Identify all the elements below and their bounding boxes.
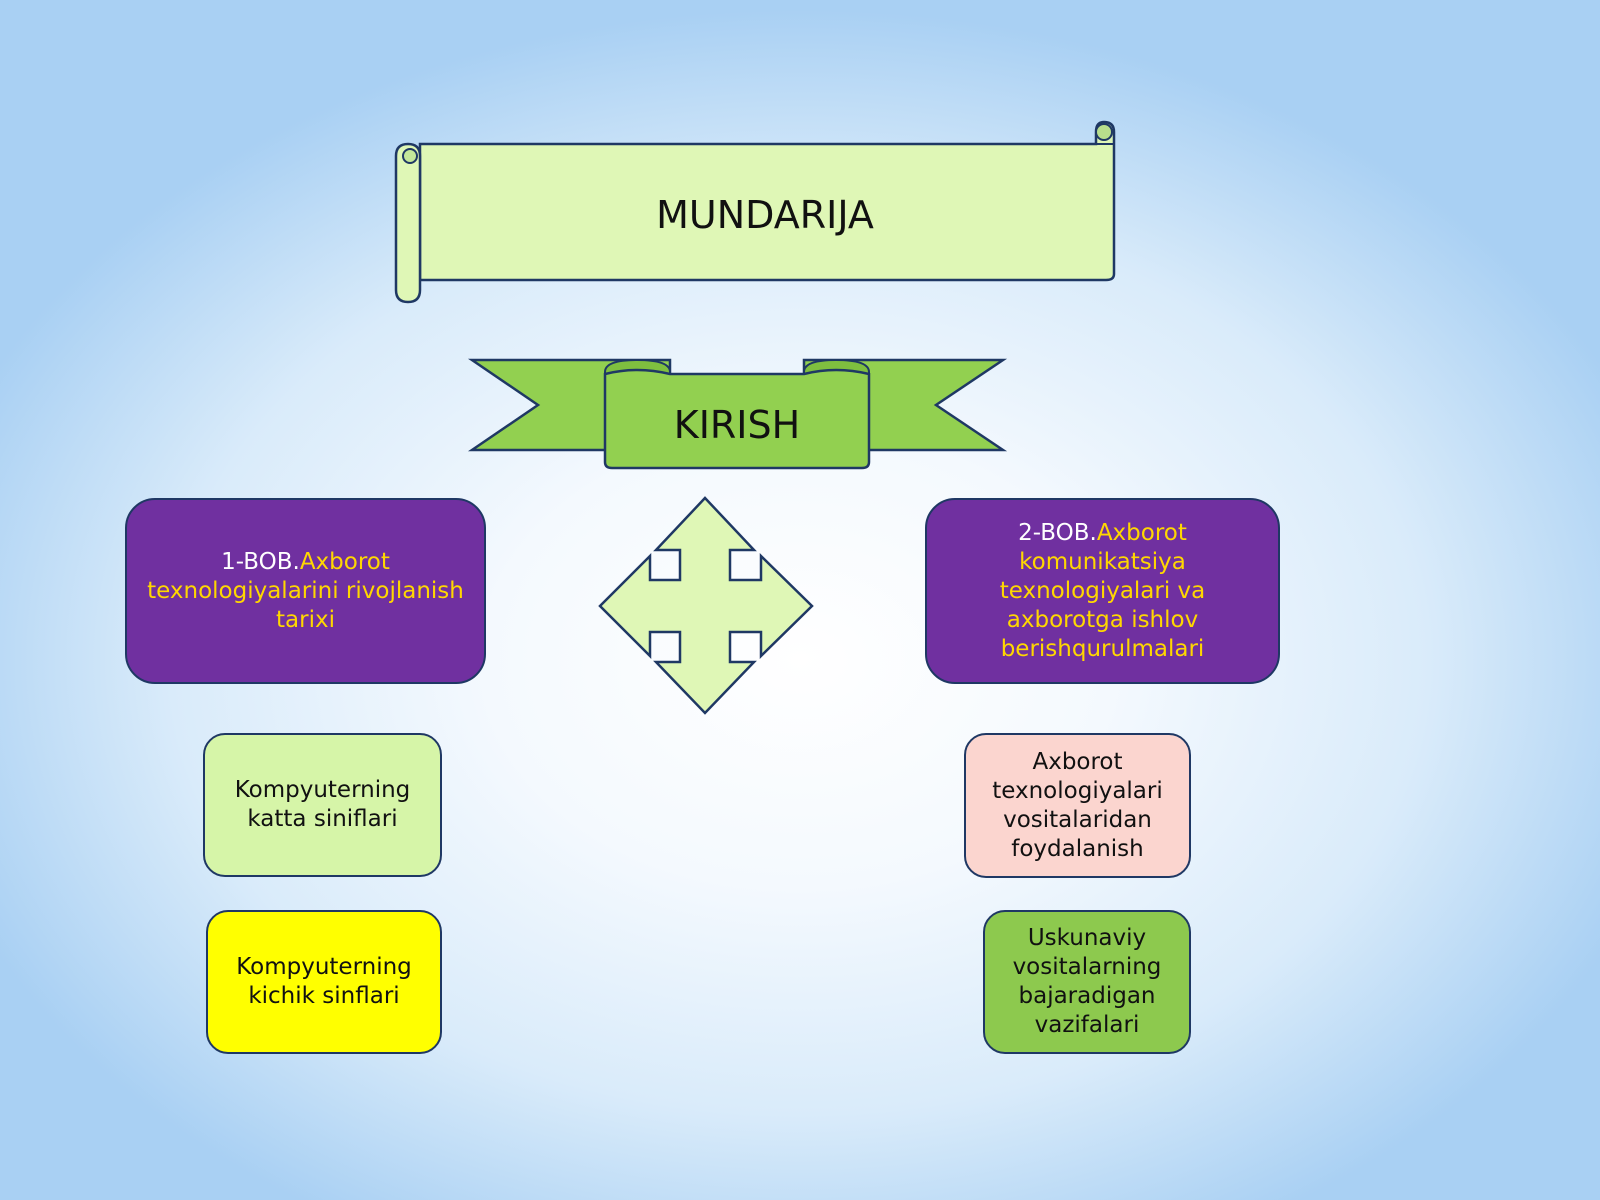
chapter-1-box: 1-BOB.Axborot texnologiyalarini rivojlan… (125, 498, 486, 684)
right-item-2-label: Uskunaviy vositalarning bajaradigan vazi… (1012, 925, 1162, 1038)
page-title: MUNDARIJA (656, 193, 874, 237)
chapter-1-prefix: 1-BOB. (221, 548, 300, 575)
left-item-2-label: Kompyuterning kichik sinflari (236, 954, 412, 1009)
left-item-1-label: Kompyuterning katta siniflari (234, 777, 411, 832)
right-item-2: Uskunaviy vositalarning bajaradigan vazi… (983, 910, 1191, 1054)
right-item-1: Axborot texnologiyalari vositalaridan fo… (964, 733, 1191, 878)
left-item-1: Kompyuterning katta siniflari (203, 733, 442, 877)
left-item-2: Kompyuterning kichik sinflari (206, 910, 442, 1054)
intro-label: KIRISH (673, 403, 801, 447)
chapter-2-title: Axborot komunikatsiya texnologiyalari va… (999, 519, 1206, 662)
right-item-1-label: Axborot texnologiyalari vositalaridan fo… (992, 748, 1163, 862)
chapter-2-box: 2-BOB.Axborot komunikatsiya texnologiyal… (925, 498, 1280, 684)
chapter-2-prefix: 2-BOB. (1018, 519, 1097, 546)
chapter-1-title: Axborot texnologiyalarini rivojlanish ta… (147, 548, 464, 633)
